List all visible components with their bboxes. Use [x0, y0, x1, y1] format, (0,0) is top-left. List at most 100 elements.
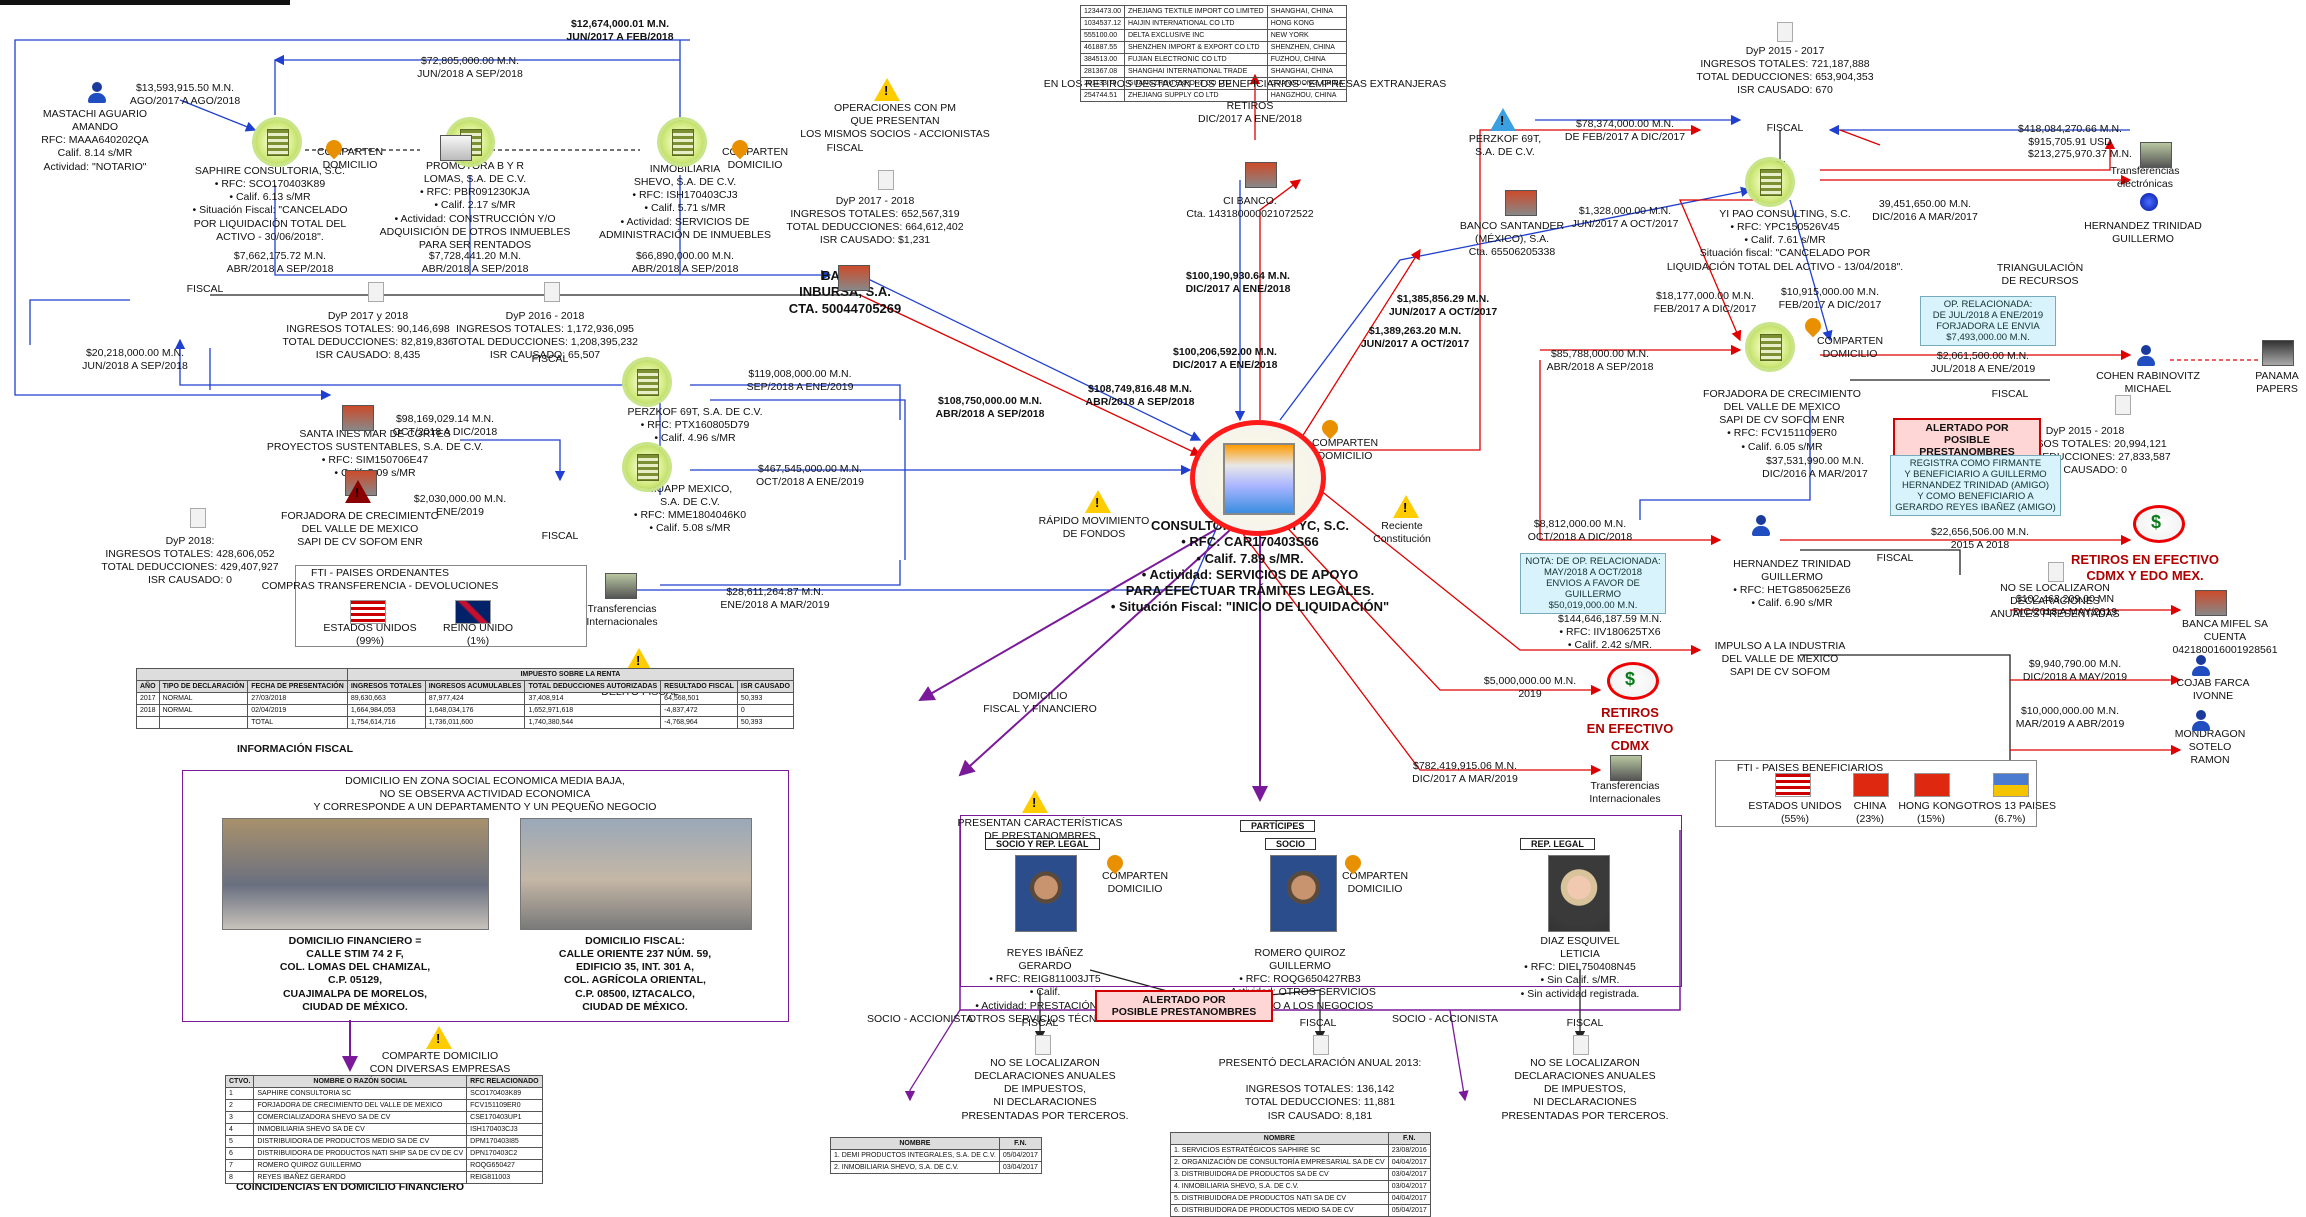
- domicilio-financiero-photo: [222, 818, 489, 930]
- table-cell: 1,652,971,618: [524, 704, 662, 717]
- yipao-node[interactable]: [1748, 160, 1792, 204]
- label-dom-fis: DOMICILIO FISCAL: CALLE ORIENTE 237 NÚM.…: [558, 935, 712, 1013]
- table-cell: 1. DEMI PRODUCTOS INTEGRALES, S.A. DE C.…: [830, 1149, 1000, 1162]
- label-t23: 39,451,650.00 M.N. DIC/2016 A MAR/2017: [1872, 198, 1978, 224]
- label-t8: $119,008,000.00 M.N. SEP/2018 A ENE/2019: [746, 368, 854, 394]
- table-cell: 04/04/2017: [1387, 1156, 1431, 1169]
- label-t10: $2,030,000.00 M.N. ENE/2019: [413, 493, 507, 519]
- table-cell: 1. SERVICIOS ESTRATÉGICOS SAPHIRE SC: [1170, 1144, 1389, 1157]
- shevo-node[interactable]: [660, 120, 704, 164]
- label-t3: $13,593,915.50 M.N. AGO/2017 A AGO/2018: [129, 82, 241, 108]
- label-hernandez2: HERNANDEZ TRINIDAD GUILLERMO • RFC: HETG…: [1733, 558, 1851, 610]
- label-diaz: DIAZ ESQUIVEL LETICIA • RFC: DIEL750408N…: [1520, 935, 1640, 1000]
- op-relacionada-note: OP. RELACIONADA: DE JUL/2018 A ENE/2019 …: [1920, 296, 2056, 346]
- label-fiscal-d: FISCAL: [541, 530, 579, 542]
- participes-panel: [960, 815, 1682, 987]
- mastachi-person-icon: [86, 82, 108, 104]
- label-transf1: Transferencias Internacionales: [586, 603, 658, 629]
- table-cell: 37,408,914: [524, 692, 662, 705]
- table-cell: SHANGHAI, CHINA: [1266, 65, 1348, 78]
- label-muapp: MUAPP MEXICO, S.A. DE C.V. • RFC: MME180…: [633, 483, 747, 535]
- declaracion-doc-icon: [368, 282, 384, 302]
- aramityc-main-node[interactable]: [1190, 420, 1326, 536]
- declaracion-doc-icon: [2115, 395, 2131, 415]
- table-cell: SHANGHAI, CHINA: [1266, 5, 1348, 18]
- label-retiros2: RETIROS DIC/2017 A ENE/2018: [1198, 100, 1302, 126]
- label-transf-e: Transferencias electrónicas: [2110, 165, 2180, 191]
- label-t6: $66,890,000.00 M.N. ABR/2018 A SEP/2018: [631, 250, 739, 276]
- label-t16: $100,206,592.00 M.N. DIC/2017 A ENE/2018: [1172, 346, 1278, 372]
- table-cell: HANGZHOU, CHINA: [1266, 89, 1348, 102]
- muapp-node[interactable]: [625, 445, 669, 489]
- table-cell: 03/04/2017: [1387, 1168, 1431, 1181]
- inbursa-bank-icon: [838, 265, 870, 291]
- declaracion-doc-icon: [1573, 1035, 1589, 1055]
- table-cell: 2017: [136, 692, 160, 705]
- table-cell: 50,393: [736, 692, 794, 705]
- label-t13: $108,750,000.00 M.N. ABR/2018 A SEP/2018: [935, 395, 1045, 421]
- label-c-otros: OTROS 13 PAISES (6.7%): [1963, 800, 2057, 826]
- cojab-person-icon: [2190, 655, 2212, 677]
- label-cojab: COJAB FARCA IVONNE: [2176, 677, 2250, 703]
- eeuu-flag-2: [1775, 773, 1811, 797]
- label-dyp15-17: DyP 2015 - 2017 INGRESOS TOTALES: 721,18…: [1696, 45, 1874, 97]
- label-noloc1: NO SE LOCALIZARON DECLARACIONES ANUALES …: [1990, 582, 2120, 621]
- table-cell: 1,736,011,600: [424, 716, 526, 729]
- declaracion-doc-icon: [878, 170, 894, 190]
- fti-ordenantes-panel: [295, 565, 587, 647]
- label-impulso: IMPULSO A LA INDUSTRIA DEL VALLE DE MEXI…: [1714, 640, 1846, 679]
- label-t25: $10,915,000.00 M.N. FEB/2017 A DIC/2017: [1778, 286, 1882, 312]
- comparten-pin-icon: [1318, 416, 1342, 440]
- table-cell: DISTRIBUIDORA DE PRODUCTOS MEDIO SA DE C…: [253, 1135, 468, 1148]
- uk-flag: [455, 600, 491, 624]
- label-t15: $100,190,930.64 M.N. DIC/2017 A ENE/2018: [1185, 270, 1291, 296]
- table-cell: 0: [736, 704, 794, 717]
- perzkof-node[interactable]: [625, 360, 669, 404]
- table-cell: 05/04/2017: [998, 1149, 1042, 1162]
- table-cell: DPM170403I85: [466, 1135, 543, 1148]
- label-t28: $37,531,990.00 M.N. DIC/2016 A MAR/2017: [1762, 455, 1868, 481]
- label-t2: $72,805,000.00 M.N. JUN/2018 A SEP/2018: [417, 55, 523, 81]
- table-header: ISR CAUSADO: [736, 680, 794, 693]
- saphire-node[interactable]: [255, 120, 299, 164]
- declaracion-doc-icon: [544, 282, 560, 302]
- santaines-bank-icon: [342, 405, 374, 431]
- table-cell: 2018: [136, 704, 160, 717]
- label-fiscal-f: FISCAL: [1991, 388, 2029, 400]
- label-noloc3: NO SE LOCALIZARON DECLARACIONES ANUALES …: [1501, 1057, 1669, 1122]
- forjadora-node[interactable]: [1748, 325, 1792, 369]
- label-dom-fiscal-fin: DOMICILIO FISCAL Y FINANCIERO: [983, 690, 1097, 716]
- table-cell: 03/04/2017: [1387, 1180, 1431, 1193]
- label-comp3: COMPARTEN DOMICILIO: [1816, 335, 1884, 361]
- cibanco-bank-icon: [1245, 162, 1277, 188]
- table-cell: 3: [224, 1111, 255, 1124]
- label-c-china: CHINA (23%): [1853, 800, 1887, 826]
- table-row: 2. ORGANIZACIÓN DE CONSULTORÍA EMPRESARI…: [1170, 1156, 1431, 1169]
- label-fiscal-c: FISCAL: [531, 353, 569, 365]
- table-cell: TOTAL: [247, 716, 348, 729]
- label-t34: $10,000,000.00 M.N. MAR/2019 A ABR/2019: [2015, 705, 2125, 731]
- label-mastachi: MASTACHI AGUARIO AMANDO RFC: MAAA640202Q…: [41, 108, 149, 173]
- label-comp-main: COMPARTEN DOMICILIO: [1311, 437, 1379, 463]
- comparte-warning-icon: [426, 1026, 452, 1049]
- label-t12: $28,611,264.87 M.N. ENE/2018 A MAR/2019: [720, 586, 830, 612]
- label-socio-acc2: SOCIO - ACCIONISTA: [1392, 1013, 1498, 1025]
- presentan-warning-icon: [1022, 790, 1048, 813]
- label-t30: $22,656,506.00 M.N. 2015 A 2018: [1930, 526, 2030, 552]
- label-t33: $9,940,790.00 M.N. DIC/2018 A MAY/2019: [2022, 658, 2128, 684]
- retiros-cdmx-edo-icon: [2133, 505, 2185, 543]
- table-cell: 254744.51: [1080, 89, 1125, 102]
- transferencias-electronicas-icon: [2140, 142, 2172, 168]
- label-t32: $102,463,209.00 MN DIC/2018 A MAY/2019: [2012, 593, 2118, 619]
- label-panama: PANAMA PAPERS: [2255, 370, 2299, 396]
